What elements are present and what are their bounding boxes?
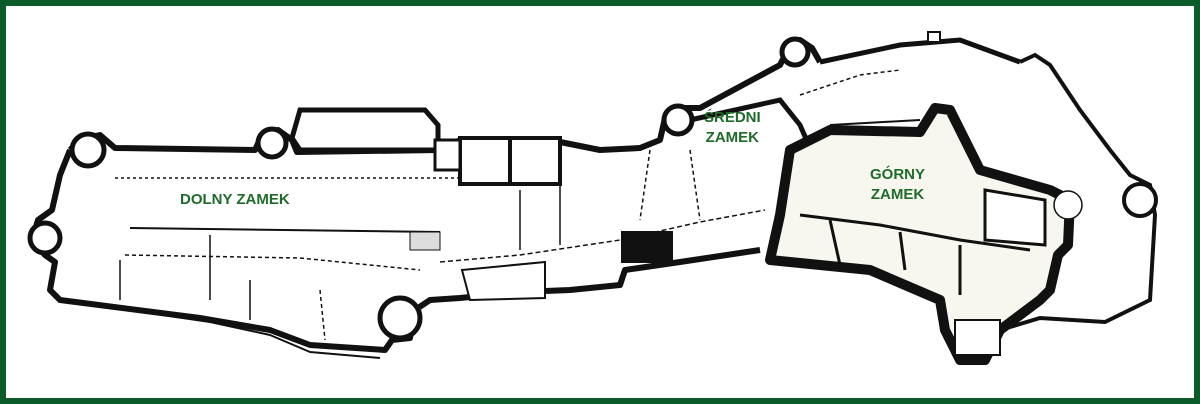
upper-outer-ward	[927, 31, 1158, 332]
middle-passage	[439, 149, 766, 263]
lower-castle-walls	[29, 37, 823, 359]
upper-castle	[765, 103, 1075, 365]
label-dolny-zamek: DOLNY ZAMEK	[180, 191, 290, 208]
label-gorny-line2: ZAMEK	[870, 186, 925, 203]
lower-castle-buildings	[115, 107, 562, 341]
lower-castle-towers	[27, 36, 811, 341]
label-sredni-line1: ŚREDNI	[704, 109, 761, 126]
label-gorny-zamek: GÓRNY ZAMEK	[870, 165, 925, 205]
label-sredni-zamek: ŚREDNI ZAMEK	[704, 108, 761, 148]
label-sredni-line2: ZAMEK	[705, 129, 759, 146]
label-gorny-line1: GÓRNY	[870, 166, 926, 183]
